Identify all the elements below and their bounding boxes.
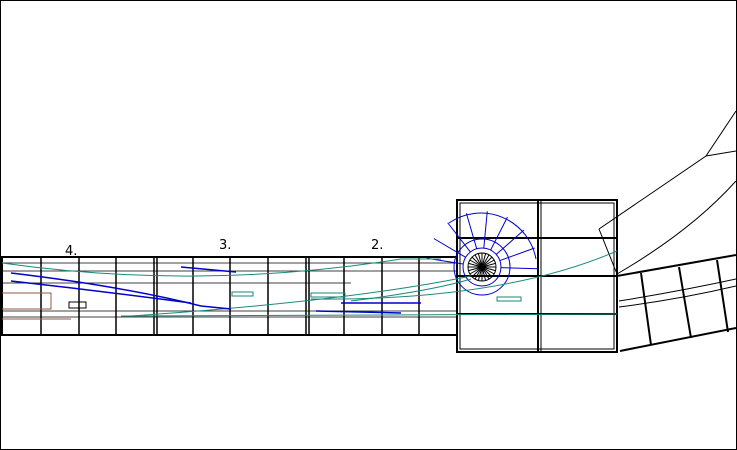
other-markings <box>2 292 87 320</box>
stair-spoke <box>477 266 483 281</box>
stair-spoke <box>481 266 493 278</box>
stair-spoke <box>481 266 496 272</box>
stair-spoke <box>468 266 483 272</box>
section-label-4: 4. <box>65 244 77 259</box>
stair-spoke <box>474 266 483 280</box>
stair-spoke <box>481 266 487 281</box>
stair-spoke <box>481 259 495 268</box>
stair-tread <box>490 216 508 251</box>
curved-extension <box>598 110 736 352</box>
stair-spoke <box>477 253 483 268</box>
stair-spoke <box>469 259 483 268</box>
spiral-stair <box>426 211 538 296</box>
stair-spoke <box>481 253 487 268</box>
tracks-blue <box>10 266 421 314</box>
stair-tread <box>433 238 466 258</box>
stair-spoke <box>471 266 483 278</box>
stair-tread <box>465 213 478 249</box>
stair-tread <box>483 211 488 249</box>
stair-spoke <box>468 262 483 268</box>
stair-tread <box>495 229 525 255</box>
stair-tread <box>499 247 535 262</box>
stair-spoke <box>469 266 483 275</box>
stair-spoke <box>474 254 483 268</box>
stair-tread <box>447 222 471 253</box>
stair-spoke <box>481 266 490 280</box>
left-platform-strip <box>1 256 458 336</box>
stair-spoke <box>481 254 490 268</box>
stair-spoke <box>481 256 493 268</box>
tracks-teal <box>1 250 618 317</box>
stair-tread <box>500 267 538 270</box>
stair-spoke <box>481 266 495 275</box>
station-block <box>456 199 618 353</box>
stair-spoke <box>481 262 496 268</box>
stair-spoke <box>471 256 483 268</box>
section-label-3: 3. <box>219 238 231 253</box>
section-label-2: 2. <box>371 238 383 253</box>
